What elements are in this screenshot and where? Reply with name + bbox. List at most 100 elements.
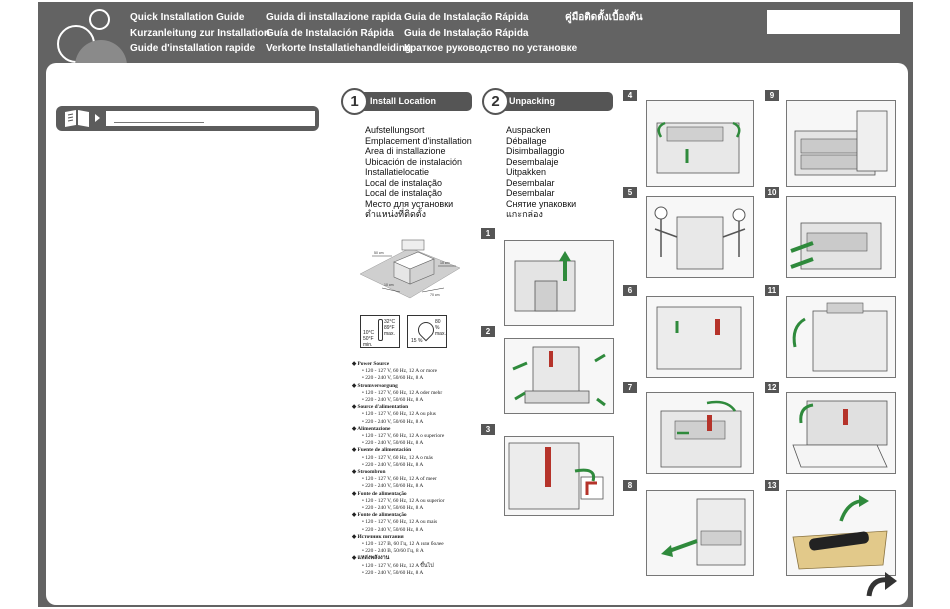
list-item: Desembalar bbox=[506, 177, 555, 188]
power-source-list: ◆ Power Source• 120 - 127 V, 60 Hz, 12 A… bbox=[352, 361, 445, 577]
substep-number: 4 bbox=[623, 90, 637, 101]
substep-number: 11 bbox=[765, 285, 779, 296]
list-item: Место для установки bbox=[365, 198, 454, 209]
list-item: Ubicación de instalación bbox=[365, 156, 463, 167]
power-entry-line: • 120 - 127 V, 60 Hz, 12 A ou mais bbox=[362, 519, 438, 526]
power-entry-line: • 220 - 240 В, 50/60 Гц, 8 А bbox=[362, 548, 424, 555]
unpack-step-6-image bbox=[646, 296, 754, 378]
power-entry: ◆ Fonte de alimentação• 120 - 127 V, 60 … bbox=[352, 491, 445, 513]
header-col-3: Guia de Instalação Rápida Guia de Instal… bbox=[404, 10, 577, 57]
power-entry: ◆ Source d'alimentation• 120 - 127 V, 60… bbox=[352, 404, 445, 426]
header-col-4: คู่มือติดตั้งเบื้องต้น bbox=[565, 10, 643, 26]
list-item: Desembalaje bbox=[506, 156, 559, 167]
unpack-step-11-image bbox=[786, 296, 896, 378]
temperature-box: 10°C 50°F min. 32°C 89°F max. bbox=[360, 315, 400, 348]
list-item: Déballage bbox=[506, 135, 547, 146]
thermometer-icon bbox=[378, 319, 383, 341]
header-title: Guia de Instalação Rápida bbox=[404, 27, 529, 39]
list-item: Auspacken bbox=[506, 125, 551, 135]
temp-max: 32°C 89°F max. bbox=[384, 319, 396, 337]
power-entry-line: • 120 - 127 V, 60 Hz, 12 A oder mehr bbox=[362, 389, 443, 396]
header-col-2: Guida di installazione rapida Guía de In… bbox=[266, 10, 411, 57]
header-label-box bbox=[767, 10, 900, 34]
power-entry-line: • 120 - 127 V, 60 Hz, 12 A ou superior bbox=[362, 497, 445, 504]
power-entry-line: • 220 - 240 V, 50/60 Hz, 8 A bbox=[362, 461, 424, 468]
next-page-arrow-icon[interactable] bbox=[865, 572, 899, 600]
unpack-step-13-image bbox=[786, 490, 896, 576]
substep-number: 8 bbox=[623, 480, 637, 491]
header-title: Guide d'installation rapide bbox=[130, 43, 256, 54]
list-item: Desembalar bbox=[506, 188, 555, 198]
power-entry-line: • 220 - 240 V, 50/60 Hz, 8 A bbox=[362, 375, 424, 382]
power-entry-line: • 120 - 127 V, 60 Hz, 12 A o superiore bbox=[362, 433, 445, 440]
power-entry-title: ◆ Fonte de alimentação bbox=[352, 490, 407, 497]
manual-bar bbox=[56, 106, 319, 131]
substep-number: 7 bbox=[623, 382, 637, 393]
power-entry-line: • 220 - 240 V, 50/60 Hz, 8 A bbox=[362, 483, 424, 490]
power-entry-title: ◆ Источник питания bbox=[352, 533, 404, 540]
unpack-step-2-image bbox=[504, 338, 614, 414]
header-title: Guida di installazione rapida bbox=[266, 12, 402, 23]
unpack-step-5-image bbox=[646, 196, 754, 278]
unpack-step-12-image bbox=[786, 392, 896, 474]
power-entry-title: ◆ Power Source bbox=[352, 361, 390, 367]
list-item: Local de instalação bbox=[365, 188, 443, 198]
step1-languages: Aufstellungsort Emplacement d'installati… bbox=[365, 125, 472, 220]
humidity-box: 15 % 80 % max. bbox=[407, 315, 447, 348]
power-entry-line: • 120 - 127 V, 60 Hz, 12 A ขึ้นไป bbox=[362, 562, 434, 569]
list-item: Emplacement d'installation bbox=[365, 135, 472, 146]
logo-circle-small bbox=[89, 9, 110, 30]
power-entry-title: ◆ Alimentazione bbox=[352, 425, 391, 432]
list-item: แกะกล่อง bbox=[506, 209, 543, 219]
step2-header: Unpacking bbox=[491, 92, 613, 111]
list-item: Local de instalação bbox=[365, 177, 443, 188]
power-entry-line: • 220 - 240 V, 50/60 Hz, 8 A bbox=[362, 440, 424, 447]
power-entry-title: ◆ Fuente de alimentación bbox=[352, 447, 412, 454]
substep-number: 2 bbox=[481, 326, 495, 337]
power-entry-line: • 220 - 240 V, 50/60 Hz, 8 A bbox=[362, 397, 424, 404]
power-entry-line: • 120 - 127 V, 60 Hz, 12 A or more bbox=[362, 368, 438, 375]
power-entry: ◆ Fonte de alimentação• 120 - 127 V, 60 … bbox=[352, 512, 445, 534]
power-entry-title: ◆ Fonte de alimentação bbox=[352, 512, 407, 519]
dimension-label: 10 cm bbox=[440, 261, 450, 265]
power-entry-line: • 220 - 240 V, 50/60 Hz, 8 A bbox=[362, 526, 424, 533]
power-entry: ◆ Fuente de alimentación• 120 - 127 V, 6… bbox=[352, 447, 445, 469]
power-entry: ◆ Stroombron• 120 - 127 V, 60 Hz, 12 A o… bbox=[352, 469, 445, 491]
step1-header: Install Location bbox=[350, 92, 472, 111]
substep-number: 1 bbox=[481, 228, 495, 239]
substep-number: 6 bbox=[623, 285, 637, 296]
power-entry-line: • 220 - 240 V, 50/60 Hz, 8 A bbox=[362, 505, 424, 512]
list-item: Aufstellungsort bbox=[365, 125, 425, 135]
step1-title: Install Location bbox=[370, 96, 437, 106]
list-item: Снятие упаковки bbox=[506, 198, 577, 209]
header-title: Краткое руководство по установке bbox=[404, 43, 578, 54]
step2-number: 2 bbox=[482, 88, 509, 115]
header-col-1: Quick Installation Guide Kurzanleitung z… bbox=[130, 10, 270, 57]
list-item: Uitpakken bbox=[506, 167, 547, 177]
unpack-step-7-image bbox=[646, 392, 754, 474]
substep-number: 10 bbox=[765, 187, 779, 198]
chevron-right-icon bbox=[95, 114, 100, 122]
humidity-min: 15 % bbox=[411, 338, 423, 344]
book-icon bbox=[65, 110, 89, 127]
unpack-step-3-image bbox=[504, 436, 614, 516]
substep-number: 9 bbox=[765, 90, 779, 101]
power-entry: ◆ แหล่งพลังงาน• 120 - 127 V, 60 Hz, 12 A… bbox=[352, 555, 445, 577]
unpack-step-4-image bbox=[646, 100, 754, 187]
power-entry-line: • 120 - 127 V, 60 Hz, 12 A o más bbox=[362, 454, 433, 461]
list-item: Installatielocatie bbox=[365, 167, 430, 177]
list-item: Disimballaggio bbox=[506, 146, 565, 156]
temp-min: 10°C 50°F min. bbox=[363, 330, 375, 348]
power-entry-title: ◆ แหล่งพลังงาน bbox=[352, 555, 390, 562]
step1-number: 1 bbox=[341, 88, 368, 115]
power-entry-title: ◆ Source d'alimentation bbox=[352, 404, 409, 411]
unpack-step-9-image bbox=[786, 100, 896, 187]
power-entry-line: • 120 - 127 V, 60 Hz, 12 A ou plus bbox=[362, 411, 436, 418]
header-title: Quick Installation Guide bbox=[130, 12, 245, 23]
list-item: ตำแหน่งที่ติดตั้ง bbox=[365, 209, 427, 219]
substep-number: 13 bbox=[765, 480, 779, 491]
power-entry-title: ◆ Stroombron bbox=[352, 469, 386, 476]
substep-number: 5 bbox=[623, 187, 637, 198]
substep-number: 12 bbox=[765, 382, 779, 393]
power-entry: ◆ Power Source• 120 - 127 V, 60 Hz, 12 A… bbox=[352, 361, 445, 383]
